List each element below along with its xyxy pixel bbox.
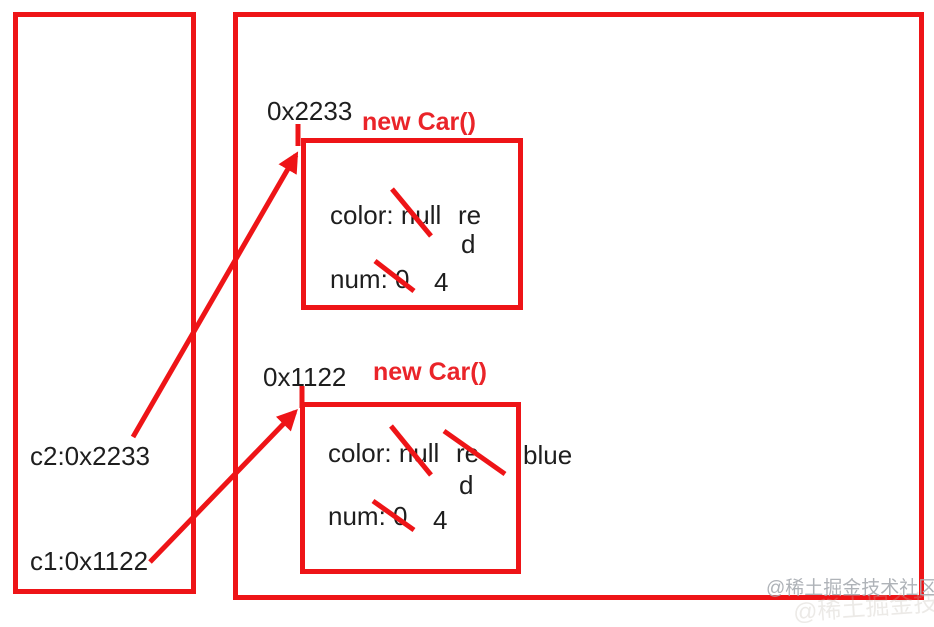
stack-var-c1-label: c1:0x1122 [30,546,149,576]
object2-color-newest-value: blue [523,440,573,470]
object1-constructor-label: new Car() [362,108,476,136]
object2-num-field-name: num: [328,501,386,531]
object1-color-new-value-line2: d [461,229,476,259]
object2-color-field: color: null [328,440,439,466]
object2-address-label: 0x1122 [263,362,347,392]
object2-color-old-value: null [398,438,440,468]
object1-color-old-value: null [400,200,442,230]
object1-address-label: 0x2233 [267,96,353,126]
object2-num-old-value: 0 [393,501,408,531]
object2-num-new-value: 4 [433,505,448,535]
stack-frame-box [13,12,196,594]
object2-num-field: num: 0 [328,503,408,529]
car-object-box-0x1122 [300,402,521,574]
stack-var-c2-label: c2:0x2233 [30,441,150,471]
object2-color-field-name: color: [328,438,392,468]
object1-color-field: color: null [330,202,441,228]
car-object-box-0x2233 [301,138,523,310]
object2-color-new-value-line1: re [456,438,480,468]
object1-num-old-value: 0 [395,264,410,294]
object1-color-new-value-line1: re [458,200,482,230]
object1-num-new-value: 4 [434,267,449,297]
object2-constructor-label: new Car() [373,358,487,386]
memory-diagram: c2:0x2233 c1:0x1122 0x2233 new Car() col… [13,12,934,627]
juejin-watermark: @稀土掘金技术社区 [766,578,934,599]
object1-num-field-name: num: [330,264,388,294]
object2-color-new-value-line2: d [459,470,474,500]
object1-color-field-name: color: [330,200,394,230]
object1-num-field: num: 0 [330,266,410,292]
